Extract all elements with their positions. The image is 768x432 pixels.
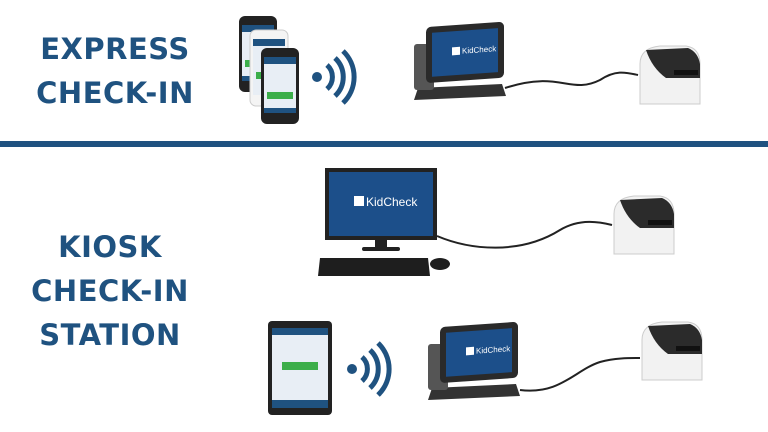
desktop-computer-icon: KidCheck: [318, 168, 450, 276]
kiosk-tablet-icon: [428, 321, 520, 400]
heading-line: KIOSK: [58, 230, 162, 264]
heading-line: CHECK-IN: [36, 76, 194, 110]
heading-line: CHECK-IN: [31, 274, 189, 308]
mobile-phones-icon: [239, 16, 299, 124]
express-checkin-heading: EXPRESS CHECK-IN: [20, 27, 210, 115]
label-printer-icon: [639, 45, 701, 105]
cable: [519, 357, 641, 392]
heading-line: EXPRESS: [40, 32, 190, 66]
label-printer-icon: [613, 195, 675, 255]
wireless-signal-icon: [347, 343, 389, 395]
keyboard-icon: [318, 258, 430, 276]
kiosk-tablet-icon: [414, 21, 506, 100]
kidcheck-logo: KidCheck: [366, 195, 418, 209]
wireless-signal-icon: [312, 51, 354, 103]
label-printer-icon: [641, 321, 703, 381]
cable: [436, 220, 613, 249]
kiosk-checkin-station-heading: KIOSK CHECK-IN STATION: [10, 225, 210, 357]
cable: [504, 71, 639, 89]
tablet-icon: [268, 321, 332, 415]
heading-line: STATION: [39, 318, 181, 352]
mouse-icon: [430, 258, 450, 270]
section-divider: [0, 141, 768, 147]
